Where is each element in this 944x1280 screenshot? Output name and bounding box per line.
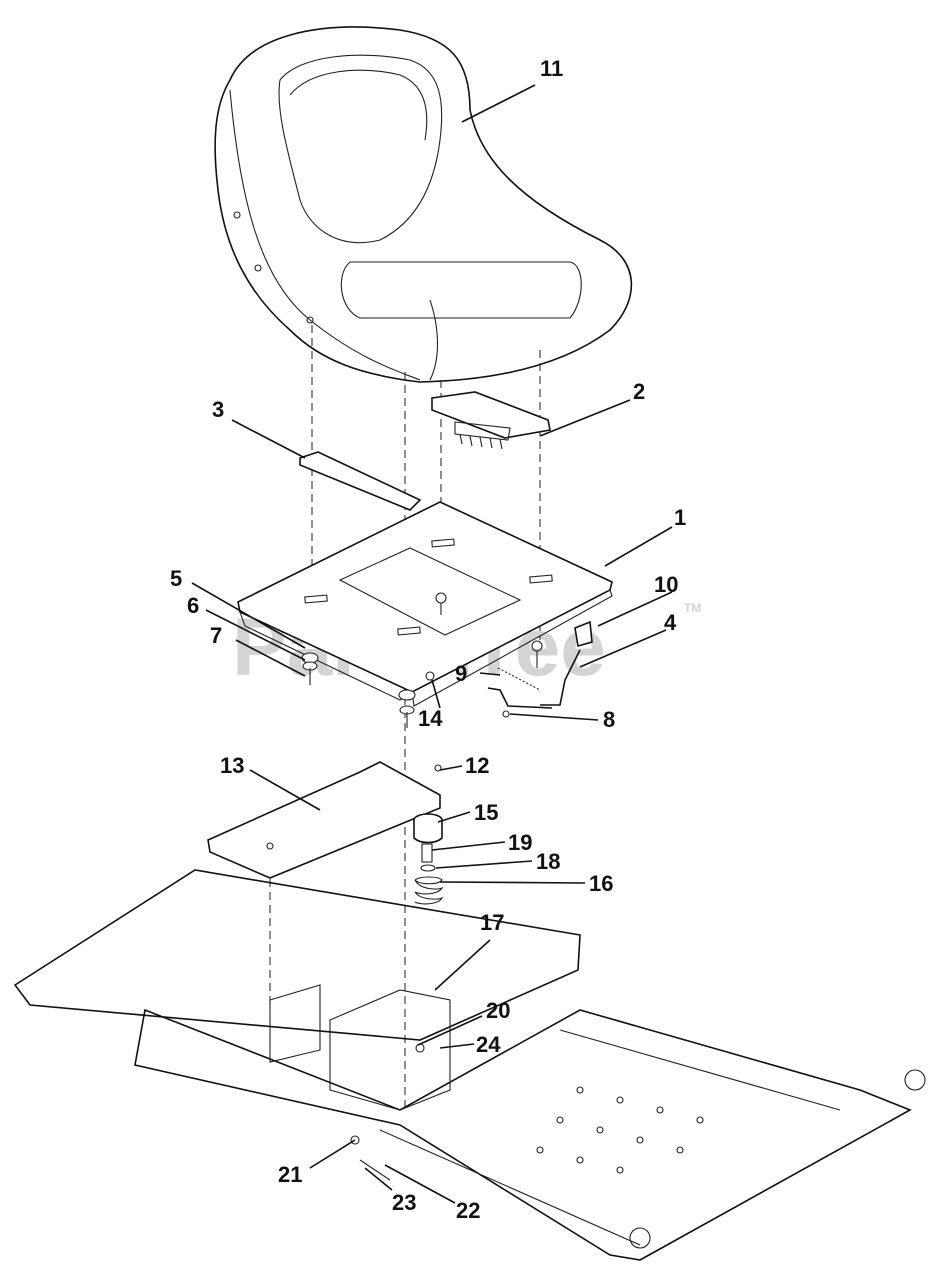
callout-4[interactable]: 4 <box>664 610 677 635</box>
alignment-lines <box>269 325 541 1110</box>
callout-10[interactable]: 10 <box>654 572 678 597</box>
callout-23[interactable]: 23 <box>392 1190 416 1215</box>
callout-15[interactable]: 15 <box>474 800 498 825</box>
callout-22[interactable]: 22 <box>456 1198 480 1223</box>
callout-3[interactable]: 3 <box>212 397 224 422</box>
callout-12[interactable]: 12 <box>465 753 489 778</box>
chassis-frame <box>13 869 926 1261</box>
callout-11[interactable]: 11 <box>540 56 563 81</box>
strap-part-3[interactable] <box>299 451 422 511</box>
hardware-parts-5-6-7[interactable] <box>301 652 319 685</box>
callout-13[interactable]: 13 <box>220 753 244 778</box>
callout-18[interactable]: 18 <box>536 849 560 874</box>
callout-8[interactable]: 8 <box>603 707 615 732</box>
callout-14[interactable]: 14 <box>418 706 443 731</box>
seat-part-11[interactable] <box>214 26 633 383</box>
callout-6[interactable]: 6 <box>187 593 199 618</box>
callout-16[interactable]: 16 <box>589 871 613 896</box>
spring-stack-parts-15-16-18-19[interactable] <box>413 813 444 905</box>
callout-24[interactable]: 24 <box>476 1032 501 1057</box>
watermark-tm: TM <box>684 601 701 615</box>
nut-part-14[interactable] <box>398 671 435 728</box>
callout-1[interactable]: 1 <box>674 505 686 530</box>
callout-9[interactable]: 9 <box>455 661 467 686</box>
plate-part-13[interactable] <box>207 761 442 879</box>
callout-20[interactable]: 20 <box>486 998 510 1023</box>
callout-21[interactable]: 21 <box>278 1162 302 1187</box>
callout-labels: 11 2 3 1 10 4 5 6 7 9 8 14 12 13 15 19 1… <box>170 56 686 1223</box>
callout-7[interactable]: 7 <box>210 623 222 648</box>
callout-2[interactable]: 2 <box>633 379 645 404</box>
callout-5[interactable]: 5 <box>170 566 182 591</box>
bracket-part-2[interactable] <box>431 391 551 450</box>
lever-assembly-parts-4-8-9-10[interactable] <box>487 620 593 718</box>
leader-lines <box>191 84 673 1204</box>
callout-19[interactable]: 19 <box>508 830 532 855</box>
seat-pan-part-1[interactable] <box>237 501 613 707</box>
callout-17[interactable]: 17 <box>480 910 504 935</box>
